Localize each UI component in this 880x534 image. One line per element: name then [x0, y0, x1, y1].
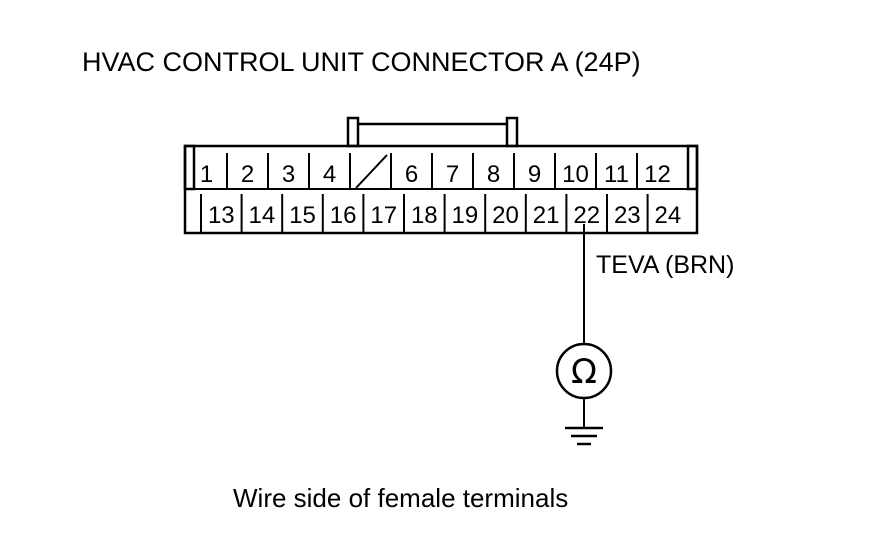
meter-circuit [555, 224, 613, 446]
diagram-title: HVAC CONTROL UNIT CONNECTOR A (24P) [82, 47, 641, 77]
pin-11-label: 11 [604, 161, 629, 188]
pin-19-label: 19 [452, 202, 479, 229]
ground-icon [565, 426, 603, 446]
ohm-icon: Ω [571, 352, 597, 392]
pin-22-label: 22 [573, 202, 600, 229]
pin-9-label: 9 [528, 161, 541, 188]
pin-8-label: 8 [487, 161, 500, 188]
wire-label: TEVA (BRN) [596, 251, 734, 279]
diagram-caption: Wire side of female terminals [233, 483, 568, 513]
connector-housing [183, 144, 699, 235]
pin-7-label: 7 [446, 161, 459, 188]
pin-24-label: 24 [655, 202, 682, 229]
connector-lock-tab [346, 116, 519, 148]
pin-1-label: 1 [200, 161, 213, 188]
pin-4-label: 4 [323, 161, 336, 188]
blank-cavity-marker [355, 154, 388, 189]
pin-10-label: 10 [562, 161, 589, 188]
pin-2-label: 2 [241, 161, 254, 188]
pin-14-label: 14 [249, 202, 276, 229]
pin-21-label: 21 [533, 202, 560, 229]
pin-23-label: 23 [614, 202, 641, 229]
pin-15-label: 15 [289, 202, 316, 229]
pin-18-label: 18 [411, 202, 438, 229]
pin-12-label: 12 [644, 161, 671, 188]
pin-20-label: 20 [492, 202, 519, 229]
pin-13-label: 13 [208, 202, 235, 229]
pin-17-label: 17 [370, 202, 397, 229]
pin-6-label: 6 [405, 161, 418, 188]
pin-16-label: 16 [330, 202, 357, 229]
pin-3-label: 3 [282, 161, 295, 188]
